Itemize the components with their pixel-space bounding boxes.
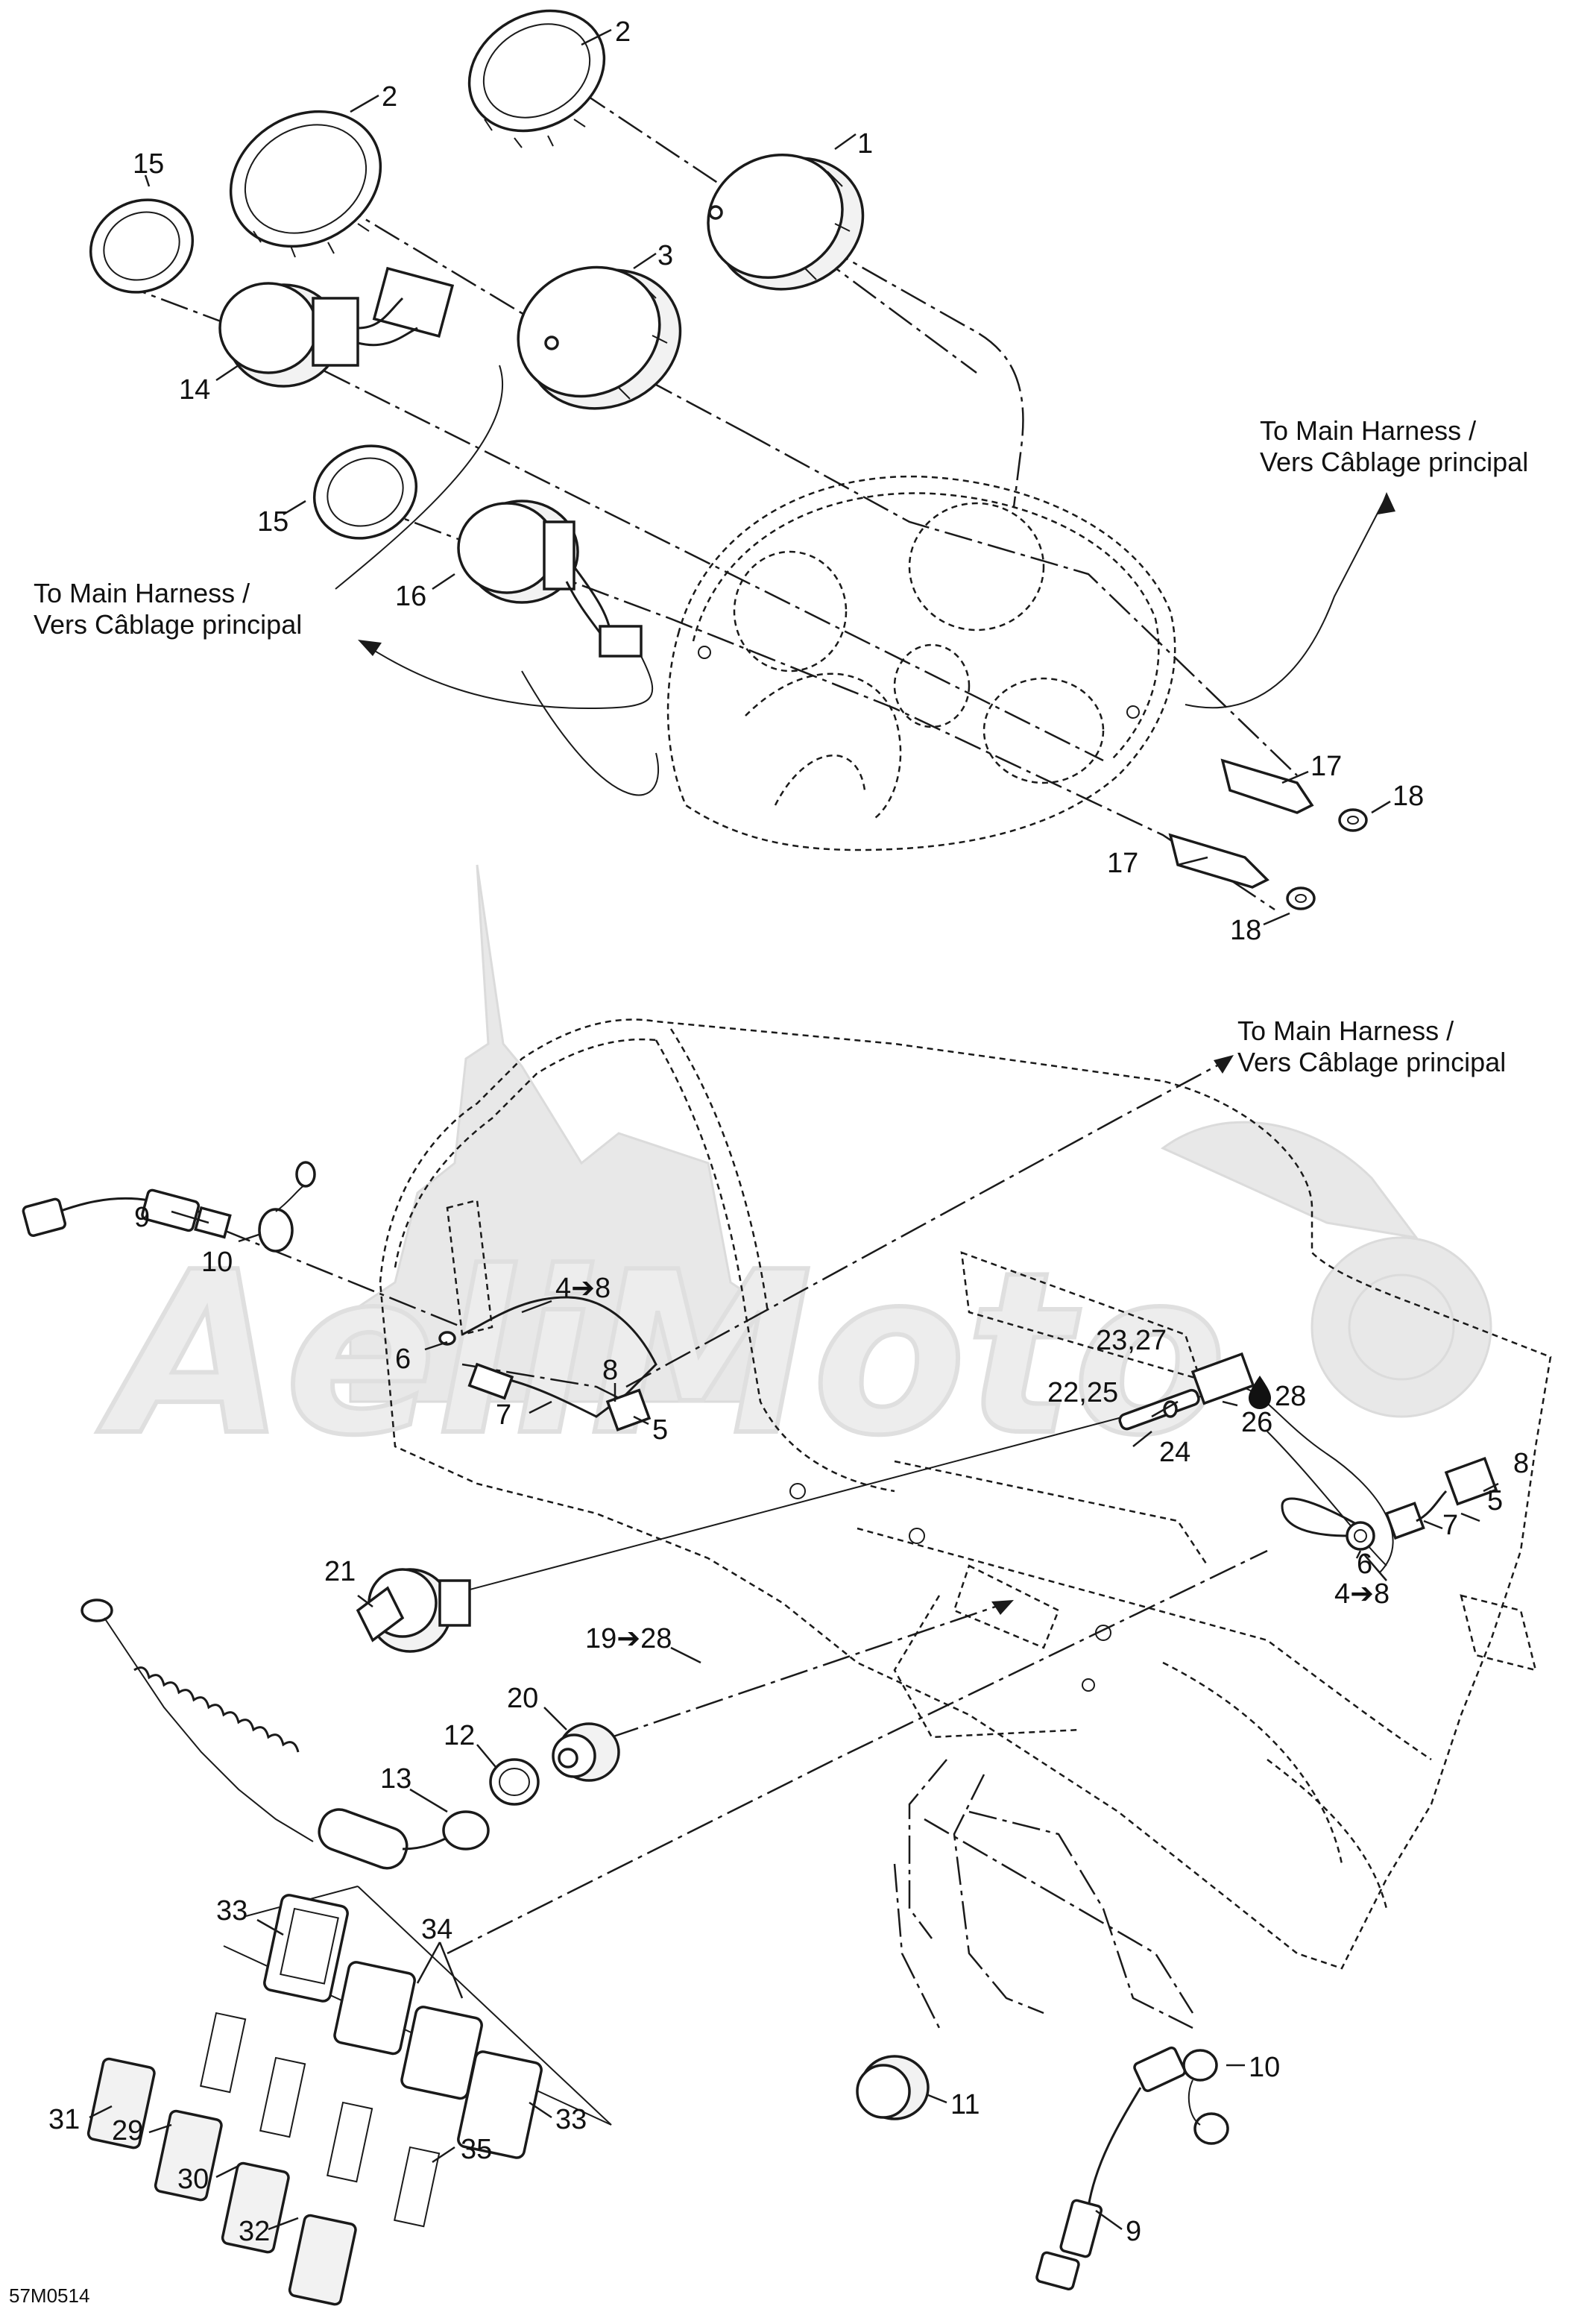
callout-2b: 2 xyxy=(382,81,397,113)
callout-5a: 5 xyxy=(652,1414,668,1446)
callout-31: 31 xyxy=(48,2104,80,2135)
callout-21: 21 xyxy=(324,1556,356,1587)
callout-18a: 18 xyxy=(1392,781,1424,812)
key-switch-21 xyxy=(356,1568,471,1653)
bracket-17-upper xyxy=(1220,758,1314,814)
gauge-3 xyxy=(517,265,682,410)
callout-33a: 33 xyxy=(216,1895,247,1927)
callout-23-27: 23,27 xyxy=(1096,1325,1167,1356)
callout-6a: 6 xyxy=(395,1344,411,1375)
sensor-assembly-right xyxy=(1281,1456,1498,1551)
harness-label-3-line2: Vers Câblage principal xyxy=(1237,1047,1506,1077)
callout-12: 12 xyxy=(444,1720,475,1751)
callout-9b: 9 xyxy=(1126,2216,1141,2247)
switch-panel-group xyxy=(86,1886,612,2306)
sensor-assembly-left xyxy=(438,1296,657,1431)
bracket-17-lower xyxy=(1168,833,1269,889)
harness-label-middle: To Main Harness / Vers Câblage principal xyxy=(1237,1015,1506,1077)
callout-3: 3 xyxy=(657,240,673,271)
callout-29: 29 xyxy=(112,2115,143,2147)
socket-cap-10-lower xyxy=(1182,2049,1229,2145)
callout-30: 30 xyxy=(177,2164,209,2195)
callout-labels: 1 2 2 3 15 14 15 16 17 18 17 18 9 10 4➔8… xyxy=(48,16,1529,2247)
bezel-ring-2-left xyxy=(229,110,382,258)
watermark-graphic: AeliMoto xyxy=(92,864,1492,1487)
callout-8a: 8 xyxy=(602,1355,618,1386)
trim-ring-15-lower xyxy=(312,444,418,540)
callout-10a: 10 xyxy=(201,1247,233,1278)
callout-32: 32 xyxy=(239,2216,270,2247)
callout-6b: 6 xyxy=(1357,1549,1372,1580)
callout-7a: 7 xyxy=(496,1399,511,1431)
harness-label-2-line1: To Main Harness / xyxy=(34,578,250,608)
harness-label-upper-left: To Main Harness / Vers Câblage principal xyxy=(34,578,302,640)
callout-34: 34 xyxy=(421,1914,452,1945)
nut-18-upper xyxy=(1338,808,1368,832)
socket-cap-10-upper xyxy=(258,1161,316,1253)
callout-5b: 5 xyxy=(1487,1485,1503,1516)
bezel-ring-2-top xyxy=(467,9,606,148)
callout-26: 26 xyxy=(1241,1407,1272,1438)
callout-15b: 15 xyxy=(257,506,288,538)
callout-8b: 8 xyxy=(1513,1448,1529,1479)
callout-28: 28 xyxy=(1275,1381,1306,1412)
callout-2a: 2 xyxy=(615,16,631,48)
callout-11: 11 xyxy=(950,2089,980,2120)
callout-20: 20 xyxy=(507,1683,538,1714)
callout-10b: 10 xyxy=(1249,2052,1280,2083)
indicator-light-11 xyxy=(856,2055,930,2120)
trim-ring-15-top xyxy=(89,198,195,294)
safety-lanyard-13 xyxy=(81,1599,490,1870)
connector-group-22-27 xyxy=(1118,1352,1255,1431)
harness-label-1-line2: Vers Câblage principal xyxy=(1260,447,1528,477)
gauge-16 xyxy=(457,500,643,658)
watermark-text: AeliMoto xyxy=(95,1224,1227,1484)
callout-9a: 9 xyxy=(134,1202,150,1233)
callout-18b: 18 xyxy=(1230,915,1261,946)
harness-label-1-line1: To Main Harness / xyxy=(1260,415,1476,446)
accessory-socket-9-upper xyxy=(22,1188,232,1239)
lubricant-drop-icon xyxy=(1249,1376,1271,1409)
callout-35: 35 xyxy=(461,2134,492,2165)
figure-id: 57M0514 xyxy=(9,2284,89,2307)
callout-17b: 17 xyxy=(1107,848,1138,879)
callout-4-8b: 4➔8 xyxy=(1334,1578,1390,1610)
gauge-14 xyxy=(218,266,455,388)
harness-wire-upper-left xyxy=(358,640,654,710)
callout-33b: 33 xyxy=(555,2104,587,2135)
callout-24: 24 xyxy=(1159,1437,1190,1468)
callout-13: 13 xyxy=(380,1763,411,1795)
nut-12 xyxy=(489,1758,540,1806)
callout-7b: 7 xyxy=(1442,1510,1458,1541)
harness-label-upper-right: To Main Harness / Vers Câblage principal xyxy=(1260,415,1528,477)
callout-4-8a: 4➔8 xyxy=(555,1273,611,1304)
callout-16: 16 xyxy=(395,581,426,612)
callout-leaders xyxy=(89,28,1499,2231)
callout-17a: 17 xyxy=(1310,751,1342,782)
gauge-1 xyxy=(707,153,865,291)
harness-label-2-line2: Vers Câblage principal xyxy=(34,609,302,640)
nut-18-lower xyxy=(1286,886,1316,910)
receptacle-20 xyxy=(552,1722,620,1782)
harness-label-3-line1: To Main Harness / xyxy=(1237,1015,1454,1046)
callout-15a: 15 xyxy=(133,148,164,180)
callout-14: 14 xyxy=(179,374,210,406)
harness-wire-upper-right xyxy=(1185,492,1395,709)
callout-1: 1 xyxy=(857,128,873,160)
accessory-socket-9-lower xyxy=(1035,2046,1187,2290)
gauge-housing xyxy=(666,475,1176,851)
callout-19-28: 19➔28 xyxy=(585,1623,672,1654)
callout-22-25: 22,25 xyxy=(1047,1377,1118,1408)
